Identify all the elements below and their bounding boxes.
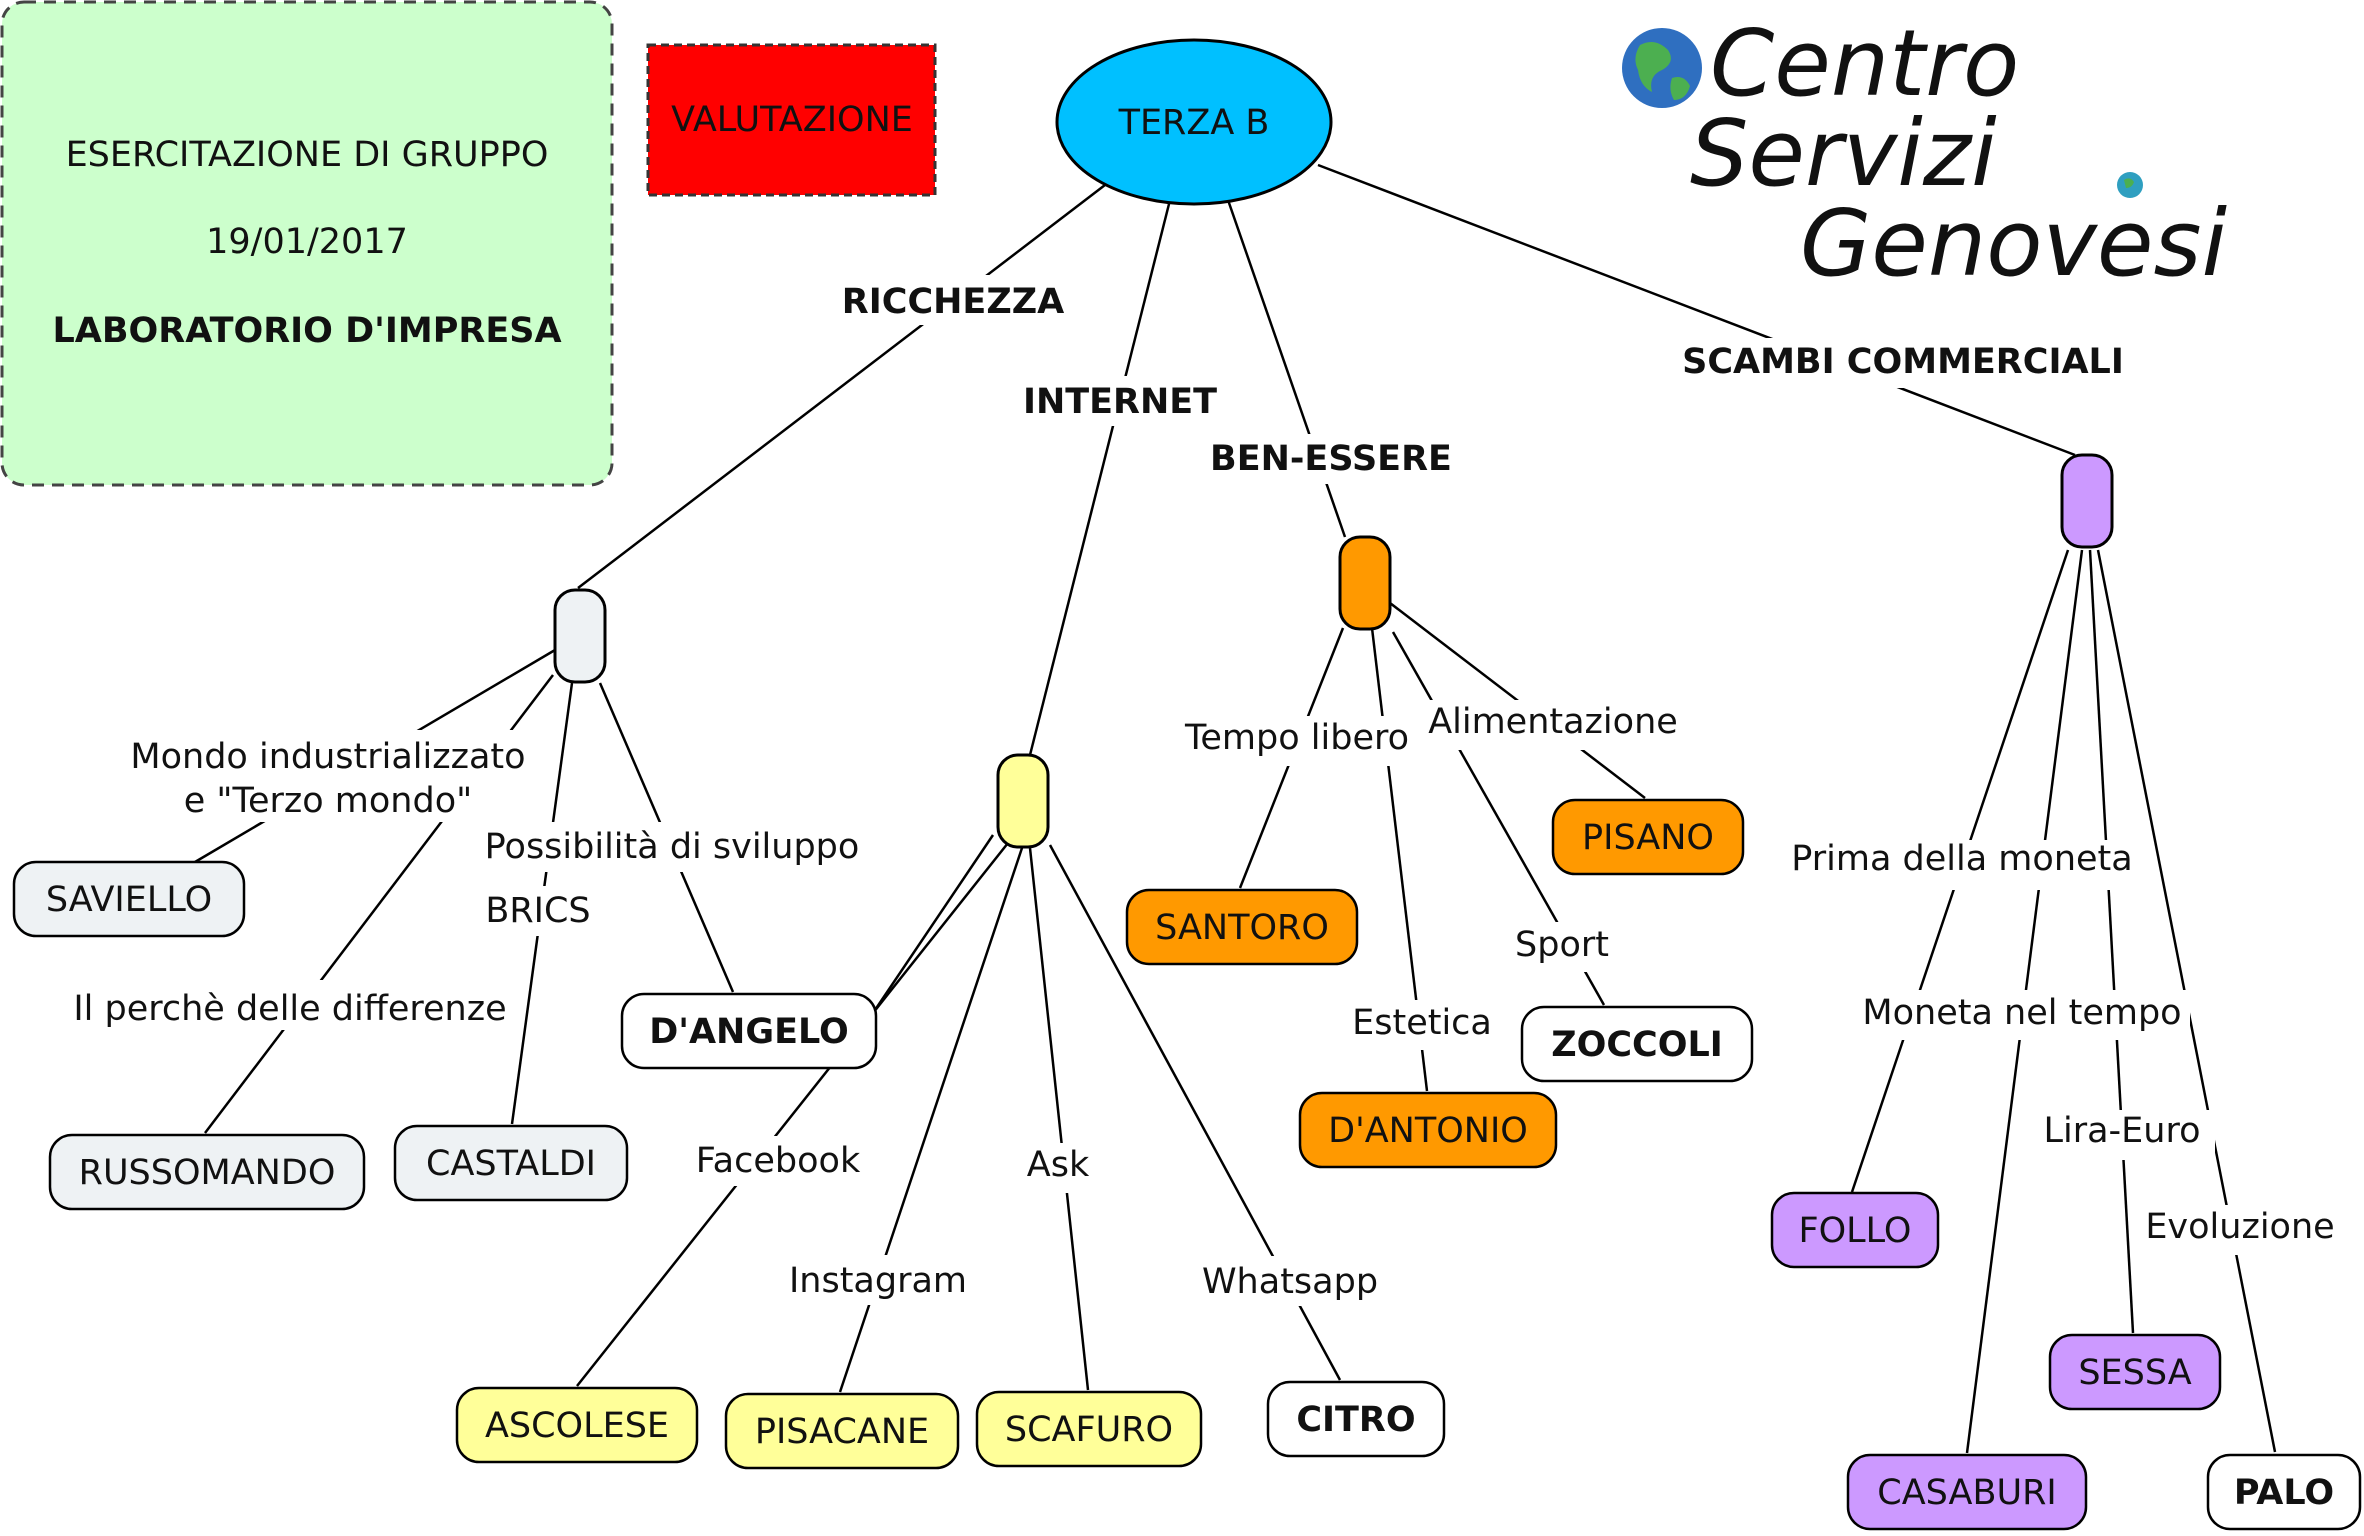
line-scambi-sessa <box>2088 549 2135 1334</box>
node-russomando-label: RUSSOMANDO <box>79 1153 336 1193</box>
node-casaburi[interactable]: CASABURI <box>1846 1453 2088 1531</box>
node-dantonio-label: D'ANTONIO <box>1328 1111 1528 1151</box>
label-lira-euro: Lira-Euro <box>2043 1111 2200 1151</box>
node-casaburi-label: CASABURI <box>1877 1473 2056 1513</box>
label-mondo-industrializzato: Mondo industrializzato <box>130 737 525 777</box>
hub-ricchezza[interactable] <box>553 588 607 684</box>
label-ask: Ask <box>1027 1145 1090 1185</box>
label-terzo-mondo: e "Terzo mondo" <box>184 781 472 821</box>
label-tempo-libero: Tempo libero <box>1184 718 1409 758</box>
node-dangelo[interactable]: D'ANGELO <box>620 992 878 1070</box>
line-internet-scafuro <box>1028 847 1090 1391</box>
label-possibilita-sviluppo: Possibilità di sviluppo <box>485 827 860 867</box>
line-root-benessere <box>1226 199 1347 538</box>
label-instagram: Instagram <box>789 1261 967 1301</box>
label-evoluzione: Evoluzione <box>2145 1207 2334 1247</box>
node-russomando[interactable]: RUSSOMANDO <box>48 1133 366 1211</box>
node-dangelo-label: D'ANGELO <box>649 1012 849 1052</box>
logo-centro-servizi-genovesi: Centro Servizi Genovesi <box>1622 10 2227 297</box>
node-ascolese-label: ASCOLESE <box>485 1406 669 1446</box>
node-pisano-label: PISANO <box>1582 818 1714 858</box>
label-estetica: Estetica <box>1352 1003 1492 1043</box>
node-saviello-label: SAVIELLO <box>46 880 212 920</box>
node-sessa-label: SESSA <box>2078 1353 2191 1393</box>
node-pisano[interactable]: PISANO <box>1551 798 1745 876</box>
hub-benessere[interactable] <box>1338 535 1392 631</box>
root-node-terza-b[interactable]: TERZA B <box>1055 38 1333 206</box>
info-line-date: 19/01/2017 <box>206 222 408 262</box>
logo-line-centro: Centro <box>1710 10 2019 117</box>
node-santoro-label: SANTORO <box>1155 908 1329 948</box>
node-citro-label: CITRO <box>1296 1400 1415 1440</box>
line-root-scambi <box>1317 163 2076 457</box>
node-sessa[interactable]: SESSA <box>2048 1333 2222 1411</box>
label-prima-moneta: Prima della moneta <box>1791 839 2132 879</box>
node-scafuro-label: SCAFURO <box>1005 1410 1173 1450</box>
label-internet: INTERNET <box>1023 382 1217 422</box>
node-saviello[interactable]: SAVIELLO <box>12 860 246 938</box>
node-castaldi[interactable]: CASTALDI <box>393 1124 629 1202</box>
label-scambi: SCAMBI COMMERCIALI <box>1682 342 2124 382</box>
line-internet-dangelo <box>871 834 995 1014</box>
label-brics: BRICS <box>485 891 590 931</box>
node-santoro[interactable]: SANTORO <box>1125 888 1359 966</box>
node-ascolese[interactable]: ASCOLESE <box>455 1386 699 1464</box>
label-facebook: Facebook <box>696 1141 861 1181</box>
valutazione-box[interactable]: VALUTAZIONE <box>646 43 937 197</box>
line-root-ricchezza <box>577 184 1106 589</box>
node-follo[interactable]: FOLLO <box>1770 1191 1940 1269</box>
logo-line-genovesi: Genovesi <box>1800 190 2227 297</box>
hub-scambi[interactable] <box>2060 453 2114 549</box>
node-follo-label: FOLLO <box>1799 1211 1912 1251</box>
label-sport: Sport <box>1515 925 1609 965</box>
node-zoccoli-label: ZOCCOLI <box>1551 1025 1723 1065</box>
node-pisacane[interactable]: PISACANE <box>724 1392 960 1470</box>
node-zoccoli[interactable]: ZOCCOLI <box>1520 1005 1754 1083</box>
link-labels: RICCHEZZA INTERNET BEN-ESSERE SCAMBI COM… <box>60 275 2345 1306</box>
label-whatsapp: Whatsapp <box>1202 1262 1378 1302</box>
node-palo[interactable]: PALO <box>2206 1453 2362 1531</box>
node-dantonio[interactable]: D'ANTONIO <box>1298 1091 1558 1169</box>
node-palo-label: PALO <box>2234 1473 2334 1513</box>
root-label: TERZA B <box>1118 103 1270 143</box>
line-root-internet <box>1028 199 1172 756</box>
node-castaldi-label: CASTALDI <box>426 1144 596 1184</box>
globe-icon <box>1622 28 2143 198</box>
logo-line-servizi: Servizi <box>1690 100 1997 207</box>
label-alimentazione: Alimentazione <box>1428 702 1678 742</box>
label-perche-differenze: Il perchè delle differenze <box>73 989 506 1029</box>
line-internet-ascolese <box>576 842 1009 1387</box>
hub-internet[interactable] <box>996 753 1050 849</box>
node-scafuro[interactable]: SCAFURO <box>975 1390 1203 1468</box>
label-ricchezza: RICCHEZZA <box>842 282 1064 322</box>
info-line-esercitazione: ESERCITAZIONE DI GRUPPO <box>66 135 549 175</box>
node-pisacane-label: PISACANE <box>755 1412 929 1452</box>
info-box: ESERCITAZIONE DI GRUPPO 19/01/2017 LABOR… <box>0 0 614 487</box>
label-benessere: BEN-ESSERE <box>1210 439 1452 479</box>
info-line-laboratorio: LABORATORIO D'IMPRESA <box>52 311 561 351</box>
valutazione-label: VALUTAZIONE <box>671 100 913 140</box>
node-citro[interactable]: CITRO <box>1266 1380 1446 1458</box>
label-moneta-tempo: Moneta nel tempo <box>1862 993 2181 1033</box>
